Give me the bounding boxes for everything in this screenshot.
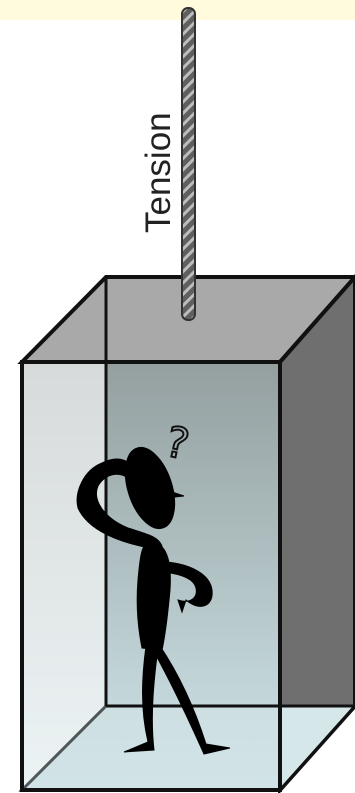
tension-cable: [182, 8, 195, 320]
tension-label: Tension: [139, 112, 178, 233]
top-banner: [0, 0, 355, 20]
person-body: [137, 542, 170, 650]
